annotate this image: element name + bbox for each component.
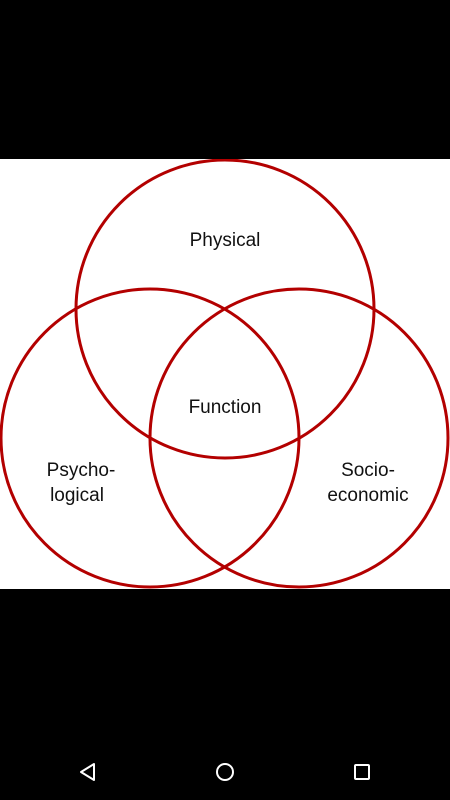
label-physical: Physical: [190, 230, 261, 251]
back-triangle-icon: [80, 763, 95, 781]
label-psychological-line2: logical: [50, 485, 104, 506]
back-button[interactable]: [58, 744, 118, 800]
label-psychological-line1: Psycho-: [47, 460, 116, 481]
venn-diagram: Physical Function Psycho- logical Socio-…: [0, 159, 450, 589]
circle-psychological: [0, 287, 301, 589]
navigation-bar: [0, 744, 450, 800]
label-socioeconomic-line1: Socio-: [341, 460, 395, 481]
home-circle-icon: [216, 763, 234, 781]
recents-square-icon: [354, 764, 370, 780]
label-function: Function: [189, 397, 262, 418]
venn-diagram-image: Physical Function Psycho- logical Socio-…: [0, 159, 450, 589]
label-socioeconomic-line2: economic: [327, 485, 408, 506]
circle-socioeconomic: [148, 287, 450, 589]
home-button[interactable]: [195, 744, 255, 800]
recents-button[interactable]: [332, 744, 392, 800]
